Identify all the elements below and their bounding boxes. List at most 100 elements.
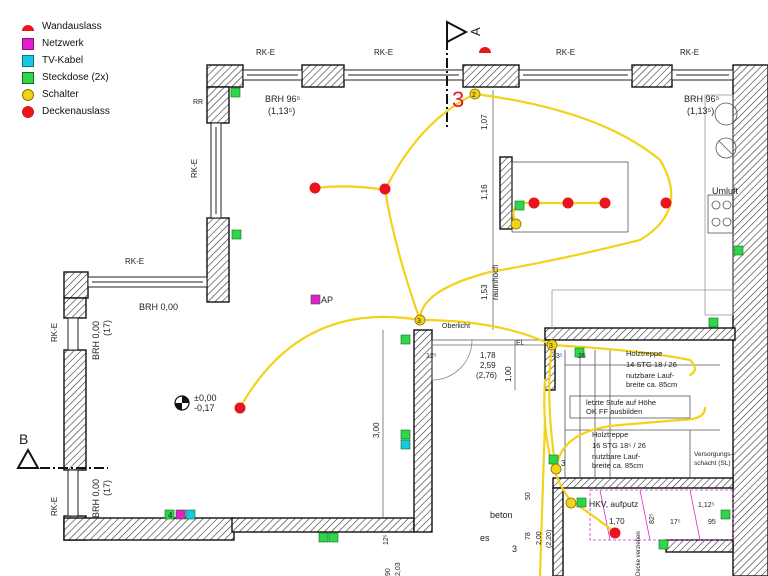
svg-text:2,03: 2,03 xyxy=(395,562,402,576)
socket xyxy=(231,229,242,240)
svg-text:Holztreppe: Holztreppe xyxy=(592,430,628,439)
wall-outlet xyxy=(479,47,491,53)
socket xyxy=(318,532,329,543)
svg-text:1,78: 1,78 xyxy=(480,351,496,360)
svg-text:3: 3 xyxy=(512,544,517,554)
socket xyxy=(514,200,525,211)
svg-text:RK-E: RK-E xyxy=(50,323,59,342)
svg-text:82⁵: 82⁵ xyxy=(649,513,656,524)
square-icon xyxy=(22,71,34,84)
svg-text:78: 78 xyxy=(525,532,532,540)
svg-text:1,12⁵: 1,12⁵ xyxy=(698,502,715,509)
svg-text:(17): (17) xyxy=(102,320,112,336)
svg-text:BRH 0,00: BRH 0,00 xyxy=(139,302,178,312)
circle-icon xyxy=(22,88,34,101)
svg-text:RK-E: RK-E xyxy=(374,48,393,57)
square-icon xyxy=(22,54,34,67)
svg-text:95: 95 xyxy=(708,519,716,526)
svg-text:HKV, aufputz: HKV, aufputz xyxy=(589,499,638,509)
socket xyxy=(164,509,175,520)
svg-text:RK-E: RK-E xyxy=(50,497,59,516)
windows xyxy=(67,69,734,517)
svg-text:Holztreppe: Holztreppe xyxy=(626,349,662,358)
svg-text:43⁵: 43⁵ xyxy=(552,353,563,360)
svg-text:16 STG 18⁵ / 26: 16 STG 18⁵ / 26 xyxy=(592,441,646,450)
walls xyxy=(63,64,768,576)
svg-text:nutzbare Lauf-: nutzbare Lauf- xyxy=(626,371,675,380)
svg-text:Decke verziehen: Decke verziehen xyxy=(636,531,642,576)
svg-text:EL: EL xyxy=(516,340,525,347)
tv-outlet xyxy=(185,509,196,520)
svg-text:RK-E: RK-E xyxy=(190,159,199,178)
svg-text:3: 3 xyxy=(549,343,553,350)
legend-item-network: Netzwerk xyxy=(22,35,110,52)
svg-text:schacht (SL): schacht (SL) xyxy=(694,460,731,467)
svg-text:(1,13⁵): (1,13⁵) xyxy=(687,106,714,116)
svg-text:(2,20): (2,20) xyxy=(546,530,553,548)
level-marker xyxy=(174,395,190,411)
svg-text:RK-E: RK-E xyxy=(256,48,275,57)
half-circle-icon xyxy=(22,24,34,31)
svg-text:BRH 96⁵: BRH 96⁵ xyxy=(684,94,720,104)
legend-item-switch: Schalter xyxy=(22,86,110,103)
network-outlet xyxy=(310,294,321,305)
svg-text:RK-E: RK-E xyxy=(680,48,699,57)
svg-text:3: 3 xyxy=(452,87,464,112)
socket xyxy=(548,454,559,465)
tv-outlet xyxy=(400,439,411,450)
svg-text:Versorgungs-: Versorgungs- xyxy=(694,451,733,458)
svg-text:4: 4 xyxy=(168,511,173,520)
svg-text:12⁵: 12⁵ xyxy=(383,534,390,545)
socket xyxy=(658,539,669,550)
svg-text:1,70: 1,70 xyxy=(609,517,625,526)
socket xyxy=(230,87,241,98)
svg-text:3: 3 xyxy=(561,459,566,468)
svg-text:1,53: 1,53 xyxy=(480,284,489,300)
socket xyxy=(574,347,585,358)
svg-text:RK-E: RK-E xyxy=(556,48,575,57)
circle-icon xyxy=(22,105,34,118)
socket xyxy=(733,245,744,256)
svg-text:BRH 0,00: BRH 0,00 xyxy=(91,479,101,518)
svg-text:(2,76): (2,76) xyxy=(476,371,497,380)
svg-text:BRH 96⁵: BRH 96⁵ xyxy=(265,94,301,104)
svg-text:B: B xyxy=(19,431,28,447)
svg-text:17⁵: 17⁵ xyxy=(670,519,681,526)
svg-text:1,07: 1,07 xyxy=(480,114,489,130)
square-icon xyxy=(22,37,34,50)
section-marker-b: B xyxy=(16,431,40,469)
legend-item-wall-outlet: Wandauslass xyxy=(22,18,110,35)
svg-text:A: A xyxy=(468,27,483,36)
legend-item-ceiling-outlet: Deckenauslass xyxy=(22,103,110,120)
ceiling-outlets xyxy=(234,182,672,539)
svg-text:14 STG 18 / 26: 14 STG 18 / 26 xyxy=(626,360,677,369)
svg-text:1,00: 1,00 xyxy=(504,366,513,382)
svg-text:(17): (17) xyxy=(102,480,112,496)
legend-item-socket: Steckdose (2x) xyxy=(22,69,110,86)
svg-text:2,00: 2,00 xyxy=(536,531,543,545)
socket xyxy=(400,429,411,440)
svg-text:1,16: 1,16 xyxy=(480,184,489,200)
network-outlet xyxy=(175,509,186,520)
legend: Wandauslass Netzwerk TV-Kabel Steckdose … xyxy=(22,18,110,120)
legend-item-tv: TV-Kabel xyxy=(22,52,110,69)
svg-text:3: 3 xyxy=(417,318,421,325)
svg-text:Umluft: Umluft xyxy=(712,186,739,196)
section-marker-a: A xyxy=(446,20,483,44)
svg-text:26: 26 xyxy=(578,353,586,360)
socket xyxy=(328,532,339,543)
svg-text:breite ca. 85cm: breite ca. 85cm xyxy=(592,461,643,470)
plan-labels: RK-E RK-E RK-E RK-E RK-E RR RK-E RK-E RK… xyxy=(50,48,739,576)
svg-text:3,00: 3,00 xyxy=(372,422,381,438)
svg-text:90: 90 xyxy=(385,568,392,576)
svg-text:RK-E: RK-E xyxy=(125,257,144,266)
svg-text:breite ca. 85cm: breite ca. 85cm xyxy=(626,380,677,389)
socket xyxy=(576,497,587,508)
svg-text:AP: AP xyxy=(321,295,333,305)
socket xyxy=(708,317,719,328)
svg-text:es: es xyxy=(480,533,490,543)
svg-text:12⁵: 12⁵ xyxy=(426,353,437,360)
svg-text:RR: RR xyxy=(193,99,203,106)
socket xyxy=(720,509,731,520)
